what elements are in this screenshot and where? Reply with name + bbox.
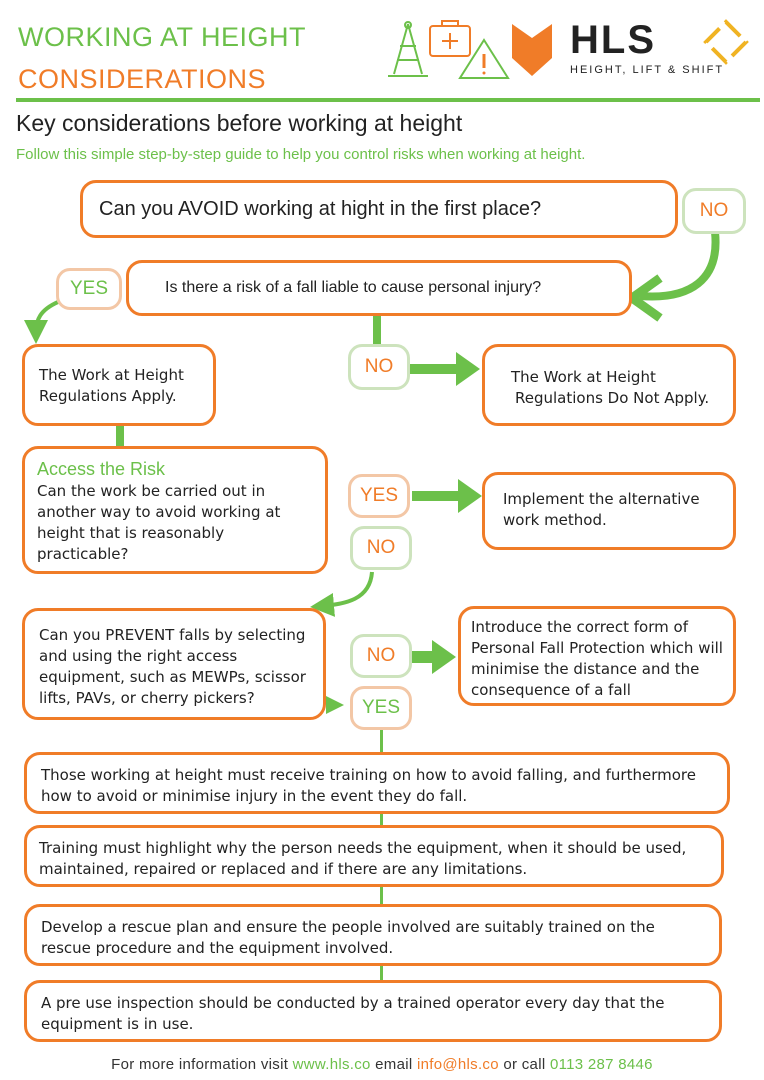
footer-phone[interactable]: 0113 287 8446	[549, 1056, 653, 1073]
page-heading: Key considerations before working at hei…	[16, 110, 463, 136]
equipment-training-step-box: Training must highlight why the person n…	[24, 825, 724, 887]
footer: For more information visit www.hls.co em…	[0, 1056, 764, 1073]
question-risk: Is there a risk of a fall liable to caus…	[126, 260, 632, 316]
arrow-risk-yes	[24, 300, 59, 344]
footer-call-label: or call	[503, 1056, 550, 1073]
chevron-logo-icon	[512, 24, 552, 76]
assess-risk-question: Can the work be carried out in another w…	[37, 482, 281, 563]
assess-yes-pill: YES	[348, 474, 410, 518]
header-icons	[388, 20, 552, 79]
arrow-avoid-no	[639, 231, 720, 301]
page-subheading: Follow this simple step-by-step guide to…	[16, 146, 586, 163]
assess-risk-title: Access the Risk	[37, 459, 166, 479]
regs-not-apply-line-2: Regulations Do Not Apply.	[515, 389, 710, 407]
logo-tagline: HEIGHT, LIFT & SHIFT	[570, 64, 725, 76]
risk-no-pill: NO	[348, 344, 410, 390]
line-regs-assess	[116, 424, 124, 446]
traffic-cone-icon	[388, 21, 428, 77]
arrow-prevent-yes	[326, 696, 344, 714]
rescue-plan-step-box: Develop a rescue plan and ensure the peo…	[24, 904, 722, 966]
fall-protection-box: Introduce the correct form of Personal F…	[458, 606, 736, 706]
line-risk-no	[373, 314, 381, 344]
warning-triangle-icon	[458, 38, 510, 79]
risk-yes-pill: YES	[56, 268, 122, 310]
footer-email-link[interactable]: info@hls.co	[416, 1056, 499, 1073]
title-line-1: WORKING AT HEIGHT	[18, 22, 307, 52]
arrow-assess-yes	[412, 491, 460, 501]
arrow-risk-no	[408, 364, 458, 374]
first-aid-kit-icon	[429, 20, 471, 57]
header-divider	[16, 98, 760, 102]
regs-not-apply-line-1: The Work at Height	[511, 368, 656, 386]
training-step-box: Those working at height must receive tra…	[24, 752, 730, 814]
regs-not-apply-box: The Work at Height Regulations Do Not Ap…	[482, 344, 736, 426]
avoid-no-pill: NO	[682, 188, 746, 234]
footer-website-link[interactable]: www.hls.co	[292, 1056, 371, 1073]
inspection-step-box: A pre use inspection should be conducted…	[24, 980, 722, 1042]
title-line-2: CONSIDERATIONS	[18, 64, 267, 94]
regs-apply-box: The Work at Height Regulations Apply.	[22, 344, 216, 426]
alternative-method-box: Implement the alternative work method.	[482, 472, 736, 550]
question-avoid: Can you AVOID working at hight in the fi…	[80, 180, 678, 238]
prevent-no-pill: NO	[350, 634, 412, 678]
assess-no-pill: NO	[350, 526, 412, 570]
footer-prefix: For more information visit	[111, 1056, 293, 1073]
diamond-logo-icon	[703, 19, 749, 65]
prevent-yes-pill: YES	[350, 686, 412, 730]
assess-risk-box: Access the Risk Can the work be carried …	[22, 446, 328, 574]
arrow-assess-no	[310, 571, 374, 617]
arrow-prevent-no	[412, 651, 434, 663]
footer-email-label: email	[375, 1056, 417, 1073]
logo-name: HLS	[570, 18, 656, 62]
prevent-falls-box: Can you PREVENT falls by selecting and u…	[22, 608, 326, 720]
